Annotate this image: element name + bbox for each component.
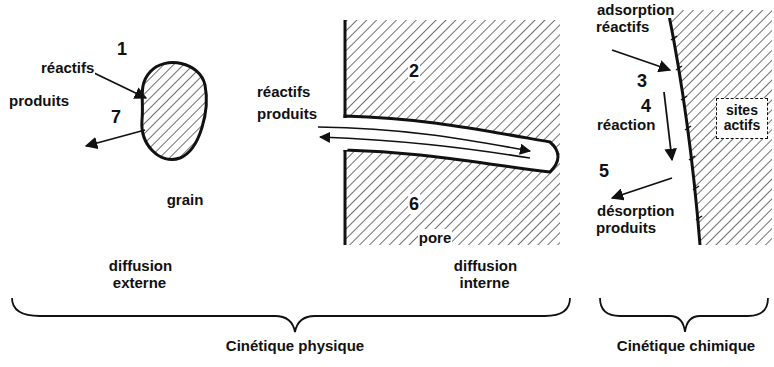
callout-number: 6 <box>408 195 420 215</box>
pore-mouth <box>343 118 348 150</box>
pore-wall <box>344 20 347 118</box>
arrow <box>612 50 670 70</box>
pore-solid <box>345 20 560 245</box>
grain-shape <box>142 63 206 160</box>
product-label: produits <box>256 106 318 123</box>
step-label: réaction <box>596 117 656 134</box>
section-title-text: Cinétique chimique <box>616 337 756 354</box>
reagent-label-text: réactifs <box>40 59 95 76</box>
brace <box>600 298 768 332</box>
callout-number-text: 2 <box>408 61 420 81</box>
product-label-text: produits <box>8 92 70 109</box>
section-title: Cinétique chimique <box>596 338 774 355</box>
step-label: désorption produits <box>596 203 691 236</box>
part-name-text: grain <box>166 191 205 208</box>
step-label: adsorption réactifs <box>596 2 691 35</box>
callout-number: 5 <box>598 162 610 182</box>
arrow <box>612 178 672 198</box>
category-label-text: diffusion externe <box>108 257 172 291</box>
callout-number: 1 <box>116 40 128 60</box>
brace <box>12 298 570 332</box>
part-name: grain <box>150 192 220 209</box>
section-title: Cinétique physique <box>195 338 395 355</box>
arrow <box>86 130 145 146</box>
arrow <box>664 92 672 160</box>
step-label-text: désorption produits <box>596 202 675 236</box>
section-title-text: Cinétique physique <box>225 337 365 354</box>
callout-number: 7 <box>110 108 122 128</box>
arrow <box>320 137 530 158</box>
callout-number-text: 4 <box>640 96 652 116</box>
callout-number-text: 1 <box>116 39 128 59</box>
category-label-text: diffusion interne <box>453 257 517 291</box>
product-label: produits <box>8 93 70 110</box>
arrow <box>92 72 146 98</box>
callout-number-text: 3 <box>636 71 648 91</box>
callout-number: 3 <box>636 72 648 92</box>
callout-number: 4 <box>640 97 652 117</box>
category-label: diffusion externe <box>95 258 185 291</box>
callout-number-text: 5 <box>598 161 610 181</box>
category-label: diffusion interne <box>440 258 530 291</box>
step-label-text: adsorption réactifs <box>596 1 675 35</box>
catalyst-solid <box>668 10 772 245</box>
reagent-label: réactifs <box>256 84 311 101</box>
callout-number: 2 <box>408 62 420 82</box>
product-label-text: produits <box>256 105 318 122</box>
pore-channel <box>345 116 558 172</box>
callout-number-text: 6 <box>408 194 420 214</box>
callout-number-text: 7 <box>110 107 122 127</box>
part-name-text: pore <box>418 229 453 246</box>
reagent-label-text: réactifs <box>256 83 311 100</box>
pore-wall <box>344 150 347 245</box>
sites-box: sites actifs <box>716 98 768 139</box>
step-label-text: réaction <box>596 116 656 133</box>
reagent-label: réactifs <box>40 60 95 77</box>
node-text: sites actifs <box>720 103 764 134</box>
site-marks <box>671 36 702 220</box>
part-name: pore <box>395 230 475 247</box>
